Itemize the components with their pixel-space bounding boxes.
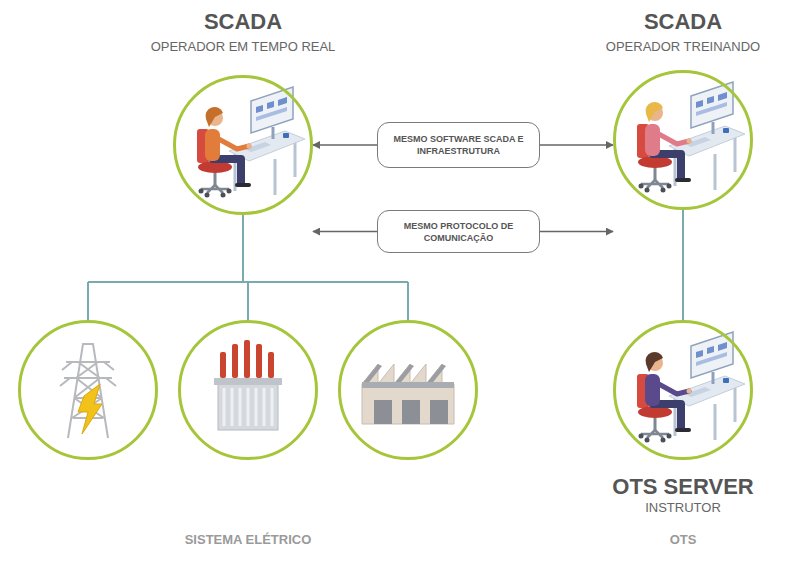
section-label: OTS: [533, 532, 800, 548]
circle-outline: [173, 75, 313, 215]
device-circle: [180, 322, 317, 459]
insulator: [268, 352, 274, 378]
role-circle: OTS SERVERINSTRUTOR: [613, 320, 753, 460]
trainee-figure: [637, 82, 745, 193]
tree-wire: [88, 215, 408, 320]
feature-box: MESMO SOFTWARE SCADA E INFRAESTRUTURA: [377, 122, 540, 168]
device-circles: [20, 322, 477, 459]
transformer-body: [218, 384, 278, 430]
tower-lattice: [60, 344, 116, 438]
role-heading: OTS SERVER: [523, 475, 800, 499]
role-heading: SCADA: [523, 10, 800, 34]
lightning-bolt: [78, 384, 102, 434]
transformer-icon: [214, 340, 282, 430]
circle-outline: [613, 70, 753, 210]
connector-arrow: [313, 231, 377, 233]
connector-arrow: [540, 231, 613, 233]
transformer-fins: [224, 388, 272, 426]
connector-arrow: [313, 144, 377, 146]
instructor-figure: [637, 332, 745, 443]
insulator: [220, 352, 226, 378]
role-heading: SCADA: [83, 10, 403, 34]
role-subtitle: OPERADOR EM TEMPO REAL: [83, 39, 403, 55]
tree-wires: [88, 215, 408, 320]
role-subtitle: INSTRUTOR: [523, 500, 800, 516]
device-circle: [20, 322, 157, 459]
insulators: [220, 340, 274, 378]
factory-icon: [362, 364, 454, 424]
feature-box: MESMO PROTOCOLO DE COMUNICAÇÃO: [377, 210, 540, 253]
factory-door: [402, 400, 420, 424]
role-circle: SCADAOPERADOR TREINANDO: [613, 70, 753, 210]
circle-border: [175, 77, 312, 214]
feature-text: MESMO PROTOCOLO DE COMUNICAÇÃO: [388, 220, 529, 244]
factory-door: [374, 400, 392, 424]
role-circle: SCADAOPERADOR EM TEMPO REAL: [173, 75, 313, 215]
insulator: [244, 340, 250, 378]
insulator: [256, 344, 262, 378]
circle-outline: [613, 320, 753, 460]
factory-building: [362, 364, 454, 424]
device-circle: [340, 322, 477, 459]
connector-line: [682, 210, 684, 320]
factory-band: [362, 382, 454, 388]
transformer-lid: [214, 378, 282, 385]
factory-door: [430, 400, 448, 424]
insulator: [232, 344, 238, 378]
tower-icon: [60, 344, 116, 438]
section-label: SISTEMA ELÉTRICO: [98, 532, 398, 548]
role-subtitle: OPERADOR TREINANDO: [523, 39, 800, 55]
feature-text: MESMO SOFTWARE SCADA E INFRAESTRUTURA: [388, 133, 529, 157]
connector-arrow: [540, 144, 613, 146]
circle-border: [615, 72, 752, 209]
operator-figure: [197, 87, 305, 198]
circle-border: [615, 322, 752, 459]
